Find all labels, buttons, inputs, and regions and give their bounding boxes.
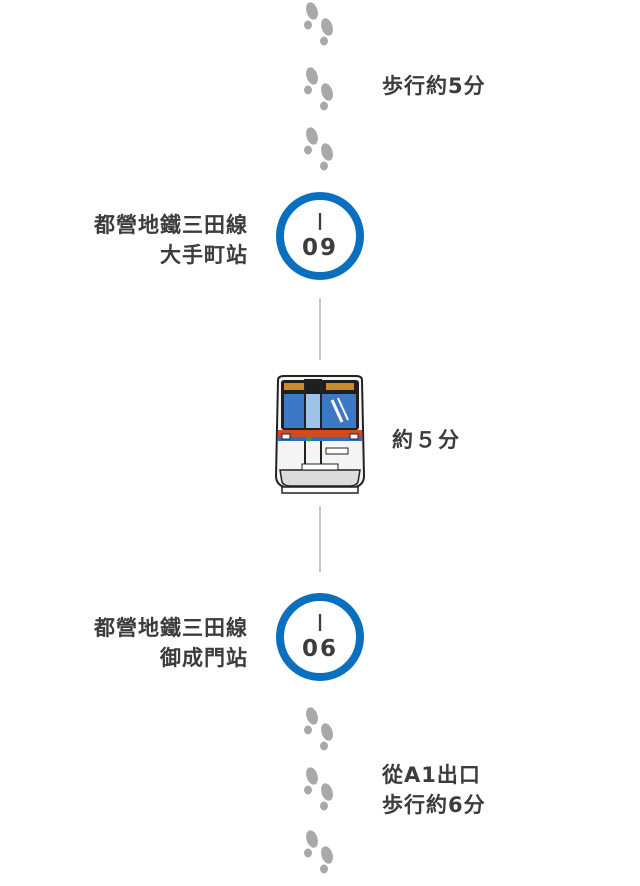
station-marker-top: I 09 xyxy=(276,192,364,280)
station-bottom-name: 御成門站 xyxy=(160,646,248,670)
station-top-name: 大手町站 xyxy=(160,243,248,267)
train-duration: 約５分 xyxy=(392,428,461,452)
footprints-icon xyxy=(300,828,340,880)
walk-bottom-exit: 從A1出口 xyxy=(382,763,481,787)
footprints-icon xyxy=(300,0,340,52)
footprints-icon xyxy=(300,65,340,117)
station-top-label: 都營地鐵三田線 大手町站 xyxy=(40,210,248,270)
route-line-upper xyxy=(319,298,321,360)
footprints-icon xyxy=(300,765,340,817)
station-bottom-line-code: I xyxy=(316,611,324,637)
walk-time-bottom: 從A1出口 歩行約6分 xyxy=(382,760,486,820)
station-bottom-number: 06 xyxy=(301,636,338,662)
station-marker-bottom: I 06 xyxy=(276,593,364,681)
station-top-number: 09 xyxy=(301,235,338,261)
station-top-line: 都營地鐵三田線 xyxy=(94,213,248,237)
footprints-icon xyxy=(300,705,340,757)
walk-time-top: 歩行約5分 xyxy=(382,74,486,98)
route-line-lower xyxy=(319,506,321,572)
footprints-icon xyxy=(300,125,340,177)
station-bottom-label: 都營地鐵三田線 御成門站 xyxy=(40,613,248,673)
walk-bottom-time: 歩行約6分 xyxy=(382,793,486,817)
station-top-line-code: I xyxy=(316,210,324,236)
station-bottom-line: 都營地鐵三田線 xyxy=(94,616,248,640)
subway-train-icon xyxy=(272,374,368,496)
